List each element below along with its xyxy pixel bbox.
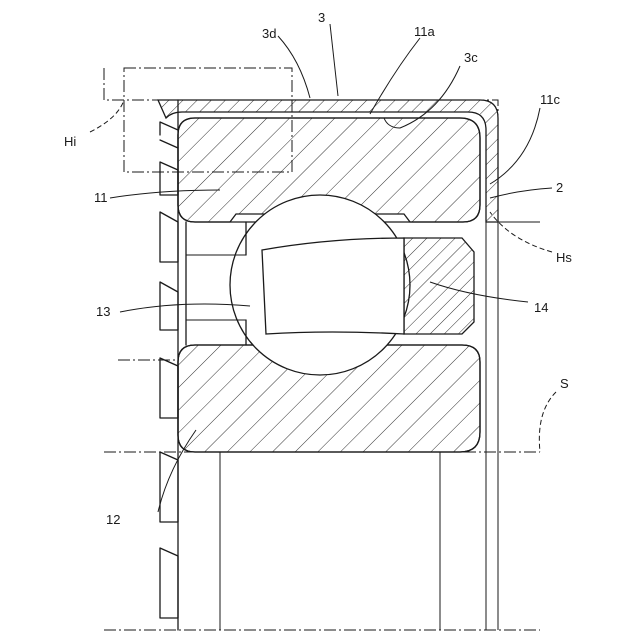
label-hi: Hi xyxy=(64,134,76,149)
label-14: 14 xyxy=(534,300,548,315)
shaft-serrations xyxy=(160,100,178,630)
label-hs: Hs xyxy=(556,250,572,265)
label-12: 12 xyxy=(106,512,120,527)
label-2: 2 xyxy=(556,180,563,195)
label-3c: 3c xyxy=(464,50,478,65)
label-s: S xyxy=(560,376,569,391)
label-3: 3 xyxy=(318,10,325,25)
label-11c: 11c xyxy=(540,92,560,107)
label-3d: 3d xyxy=(262,26,276,41)
label-13: 13 xyxy=(96,304,110,319)
label-11a: 11a xyxy=(414,24,435,39)
label-11: 11 xyxy=(94,190,108,205)
